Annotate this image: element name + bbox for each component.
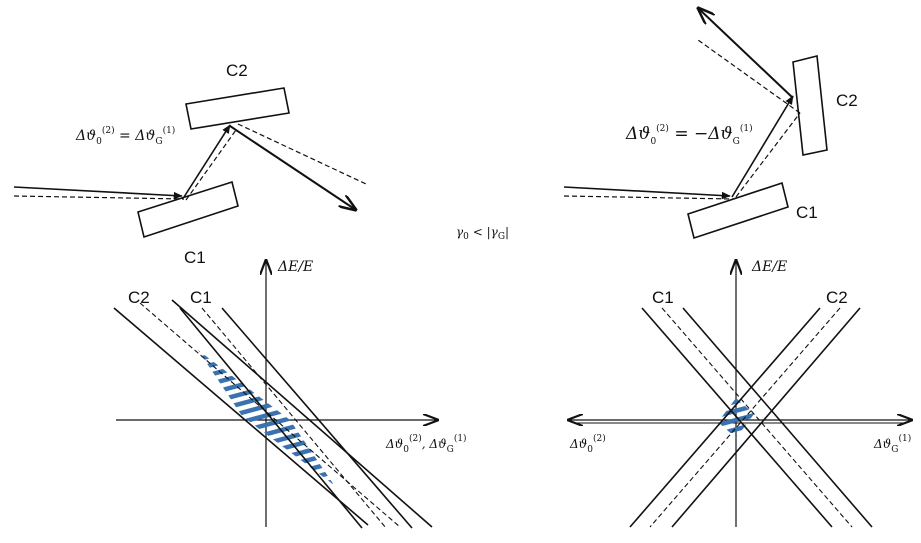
incident-beam-top-left <box>13 186 183 200</box>
band-c1r-dashed <box>661 307 853 528</box>
label-c2-top-right: C2 <box>836 91 858 110</box>
top-left-diagram: C2 C1 Δϑ0(2) = ΔϑG(1) <box>13 61 367 267</box>
exit-beam-top-left <box>229 125 356 210</box>
band-c2r-line-2 <box>671 307 861 528</box>
bottom-left-diagram: C2 C1 ΔE/E Δϑ0(2), ΔϑG(1) <box>113 259 467 529</box>
bottom-right-diagram: C1 C2 ΔE/E Δϑ0(2) ΔϑG(1) <box>568 259 912 528</box>
band-c2-line-2 <box>171 299 433 528</box>
overlap-region-bottom-left <box>198 350 334 485</box>
band-c1r-line-2 <box>682 307 873 528</box>
crystal-c1-top-right <box>687 181 789 240</box>
crystal-c2-top-right <box>792 55 828 156</box>
x-axis-label-bottom-left: Δϑ0(2), ΔϑG(1) <box>385 433 467 455</box>
crystal-c2-top-left <box>185 87 290 130</box>
beam-c1-to-c2-top-left <box>183 124 231 198</box>
exit-beam-dashed-top-right <box>697 39 801 114</box>
band-c1r-line-1 <box>641 307 833 528</box>
incident-beam-dashed-top-left <box>13 195 185 200</box>
label-c1-top-left: C1 <box>184 248 206 267</box>
label-c1-bottom-right: C1 <box>652 288 674 307</box>
band-c1-dashed <box>201 307 387 529</box>
band-c1-line-2 <box>221 307 413 529</box>
y-axis-label-bottom-right: ΔE/E <box>751 259 787 275</box>
band-c2r-dashed <box>649 307 841 528</box>
incident-beam-top-right <box>563 186 731 200</box>
band-c2-line-1 <box>113 307 369 526</box>
band-c2-dashed <box>139 302 401 528</box>
label-c1-top-right: C1 <box>796 203 818 222</box>
beam-c1-to-c2-dashed-top-right <box>735 112 801 198</box>
top-right-diagram: C2 C1 Δϑ0(2) = −ΔϑG(1) <box>563 8 858 240</box>
crystal-c1-top-left <box>137 180 239 239</box>
y-axis-label-bottom-left: ΔE/E <box>277 259 313 275</box>
label-c2-top-left: C2 <box>226 61 248 80</box>
incident-beam-dashed-top-right <box>563 195 734 200</box>
label-c1-bottom-left: C1 <box>190 288 212 307</box>
x-axis-right-label-bottom-right: ΔϑG(1) <box>873 433 911 455</box>
x-axis-left-label-bottom-right: Δϑ0(2) <box>569 433 606 455</box>
beam-c1-to-c2-dashed-top-left <box>185 129 237 201</box>
band-c1-line-1 <box>179 307 363 529</box>
label-c2-bottom-right: C2 <box>826 288 848 307</box>
condition-top-left: Δϑ0(2) = ΔϑG(1) <box>75 125 175 147</box>
band-c2r-line-1 <box>629 307 821 528</box>
label-c2-bottom-left: C2 <box>128 288 150 307</box>
overlap-region-bottom-right <box>718 398 754 438</box>
condition-top-right: Δϑ0(2) = −ΔϑG(1) <box>625 123 753 147</box>
gamma-condition: γ0 < |γG| <box>456 225 509 242</box>
beam-c1-to-c2-top-right <box>731 95 794 198</box>
exit-beam-top-right <box>698 8 794 99</box>
